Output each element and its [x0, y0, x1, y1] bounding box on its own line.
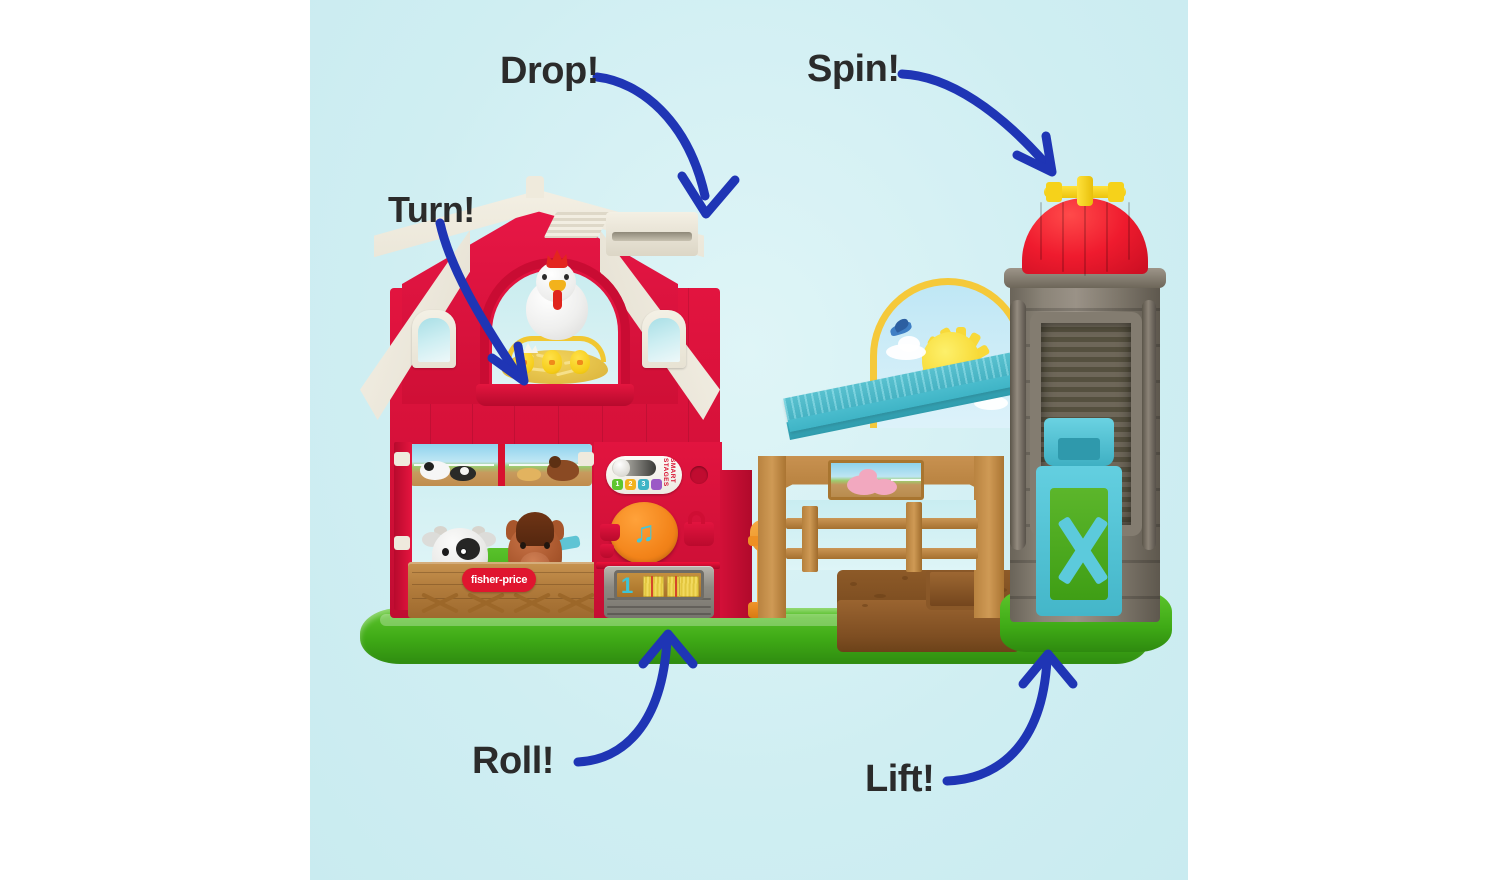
- barn-roof-ridge-cap: [526, 176, 544, 198]
- stage-button-3[interactable]: 3: [638, 479, 649, 490]
- silo-lift-window: [1050, 488, 1108, 600]
- callout-label-spin: Spin!: [807, 48, 900, 90]
- watering-can: [684, 511, 714, 546]
- fisher-price-logo: fisher-price: [462, 568, 536, 592]
- callout-label-roll: Roll!: [472, 740, 554, 782]
- silo-pipe-right: [1142, 300, 1156, 550]
- smart-stages-knob[interactable]: [613, 459, 630, 477]
- pig-pen-stake-right: [906, 502, 922, 572]
- silo-weather-vane[interactable]: [1044, 176, 1126, 206]
- hay-cart-window: 1: [614, 570, 704, 600]
- chick-middle: [542, 350, 562, 374]
- barn-shelf: [596, 562, 720, 569]
- pig-pen-post-right: [974, 456, 1004, 618]
- silo-dome-roof: [1022, 198, 1148, 276]
- callout-label-drop: Drop!: [500, 50, 599, 92]
- barn-right-wall: [720, 470, 752, 618]
- pig-pen-stake-left: [802, 506, 818, 572]
- barn-hinge-top: [394, 452, 410, 466]
- stage-button-1[interactable]: 1: [612, 479, 623, 490]
- pig-picture: [828, 460, 924, 500]
- barn-window-right: [642, 310, 686, 368]
- chick-left: [514, 350, 534, 374]
- product-photo: fisher-price 1 2 3 SMART STAGES ♫: [310, 0, 1188, 880]
- hen-beak: [549, 280, 566, 292]
- smart-stages-label: SMART STAGES: [662, 458, 676, 487]
- barn-door-left[interactable]: [394, 442, 412, 610]
- animal-picture-banner: [410, 444, 592, 486]
- farm-playset: fisher-price 1 2 3 SMART STAGES ♫: [350, 170, 1172, 690]
- bucket-small: [600, 544, 614, 558]
- silo-pipe-left: [1010, 300, 1026, 550]
- stage-button-4[interactable]: [651, 479, 662, 490]
- bird-left: [889, 317, 916, 338]
- horse-picture: [504, 444, 592, 486]
- banner-divider: [497, 444, 505, 486]
- music-button[interactable]: ♫: [610, 502, 678, 564]
- hay-cart-number: 1: [621, 573, 634, 598]
- barn-hinge-bottom: [394, 536, 410, 550]
- callout-label-lift: Lift!: [865, 758, 935, 800]
- hayloft-ledge: [476, 384, 634, 406]
- music-note-icon: ♫: [632, 516, 656, 549]
- hen-eye-left: [542, 274, 547, 280]
- pig-pen-rail-bottom: [786, 548, 978, 559]
- barn-hinge-right-top: [578, 452, 594, 466]
- callout-label-turn: Turn!: [388, 189, 475, 230]
- silo-lift-handle-slot: [1058, 438, 1100, 460]
- cow-picture: [410, 444, 498, 486]
- bucket-left: [600, 524, 620, 541]
- roof-drop-chute-slot[interactable]: [612, 232, 692, 241]
- hen-wattle: [553, 290, 562, 310]
- pig-pen-rail-top: [786, 518, 978, 529]
- panel-speaker-dot: [690, 466, 708, 484]
- stage-button-2[interactable]: 2: [625, 479, 636, 490]
- pig-pen-post-left: [758, 456, 786, 618]
- chick-right: [570, 350, 590, 374]
- smart-stages-level-buttons[interactable]: 1 2 3: [612, 479, 662, 490]
- barn-window-left: [412, 310, 456, 368]
- hen-eye-right: [564, 274, 569, 280]
